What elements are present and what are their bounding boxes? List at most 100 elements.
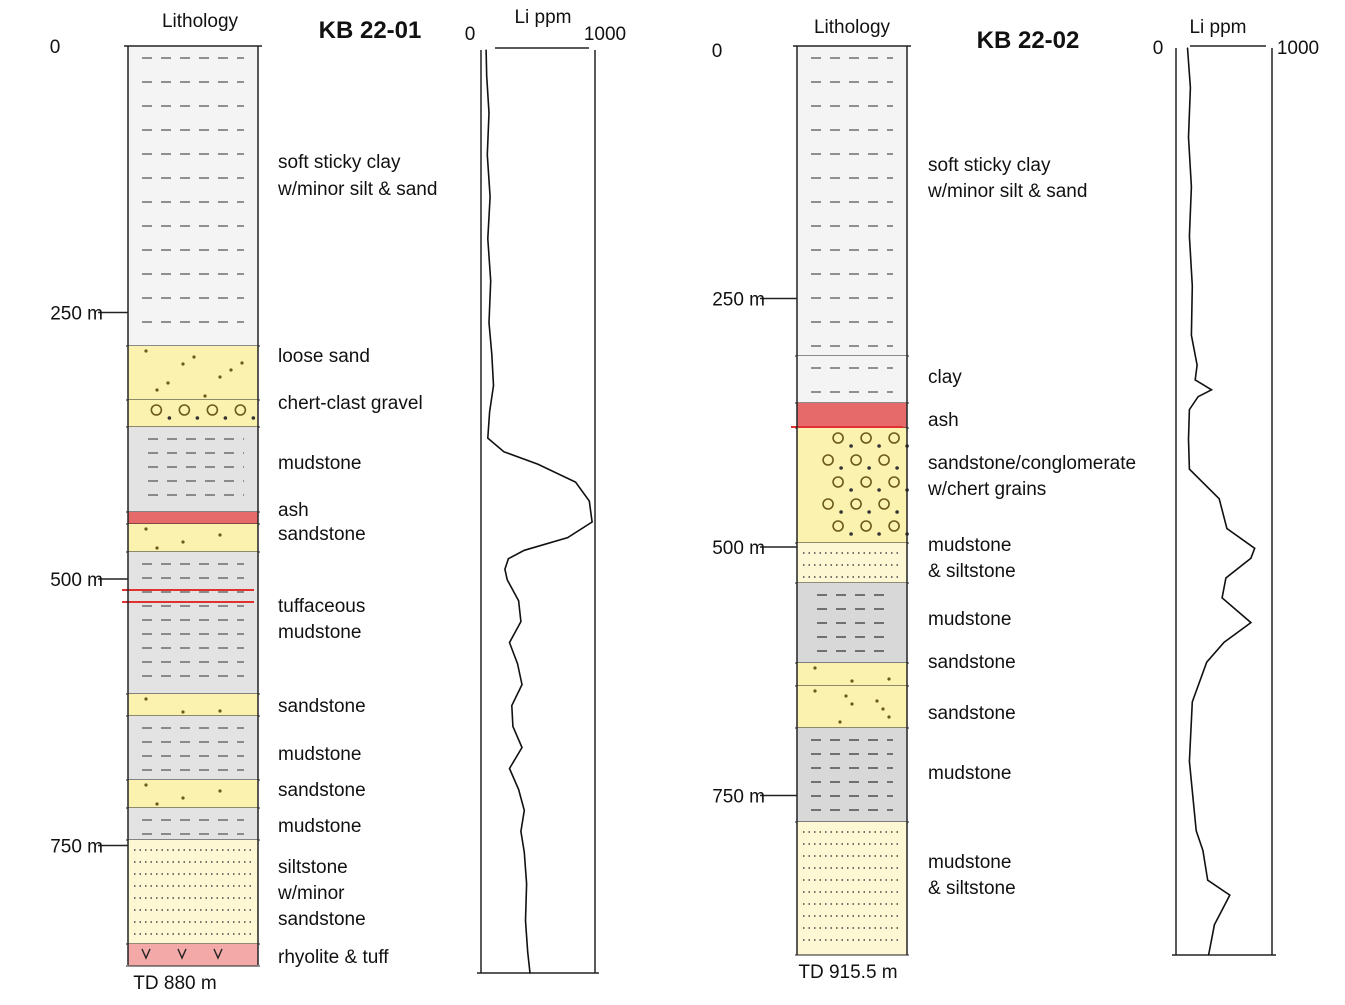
sand-dot <box>218 533 222 537</box>
gravel-clast <box>850 454 862 466</box>
sand-dot <box>839 466 843 470</box>
li-data-point <box>1188 409 1191 411</box>
li-data-point <box>537 463 539 465</box>
volcanic-v <box>141 948 151 960</box>
unit-fill-mudstone <box>128 716 258 780</box>
gravel-clast <box>832 476 844 488</box>
unit-label: rhyolite & tuff <box>278 947 389 968</box>
gravel-clast <box>832 520 844 532</box>
li-data-point <box>1229 894 1231 896</box>
sand-dot <box>850 679 854 683</box>
sand-dot <box>181 362 185 366</box>
li-data-point <box>1221 597 1223 599</box>
li-data-point <box>521 746 523 749</box>
li-data-point <box>512 725 514 728</box>
unit-label: mudstone <box>928 852 1011 873</box>
sand-dot <box>813 666 817 670</box>
li-data-point <box>1226 527 1228 530</box>
unit-fill-sand <box>797 686 907 728</box>
sand-dot <box>218 789 222 793</box>
sand-dot <box>155 546 159 550</box>
gravel-clast <box>860 476 872 488</box>
unit-fill-mudstone <box>797 583 907 663</box>
li-data-point <box>1188 468 1191 470</box>
unit-fill-clay <box>128 46 258 346</box>
lithology-column <box>122 45 262 967</box>
volcanic-v <box>213 948 223 960</box>
unit-label: mudstone <box>278 622 361 643</box>
sand-dot <box>155 388 159 392</box>
li-data-point <box>503 451 505 453</box>
unit-fill-siltstone <box>128 840 258 944</box>
sand-dot <box>166 381 170 385</box>
sand-dot <box>838 720 842 724</box>
gravel-clast <box>860 432 872 444</box>
sand-dot <box>844 694 848 698</box>
unit-label: mudstone <box>928 535 1011 556</box>
sand-dot <box>181 796 185 800</box>
unit-fill-gravel <box>128 400 258 427</box>
unit-label: & siltstone <box>928 878 1016 899</box>
gravel-clast <box>888 476 900 488</box>
li-data-point <box>526 883 528 885</box>
unit-label: mudstone <box>928 609 1011 630</box>
li-data-point <box>506 579 508 581</box>
unit-label: loose sand <box>278 346 370 367</box>
li-profile-line <box>1186 47 1256 956</box>
li-data-point <box>511 704 513 707</box>
unit-label: & siltstone <box>928 561 1016 582</box>
sand-dot <box>895 466 899 470</box>
unit-fill-clay <box>797 356 907 403</box>
unit-fill-mudstone <box>128 427 258 512</box>
li-data-point <box>488 411 491 413</box>
sand-dot <box>203 394 207 398</box>
li-data-point <box>1202 849 1204 852</box>
unit-label: ash <box>278 500 309 521</box>
unit-label: clay <box>928 367 962 388</box>
li-data-point <box>1194 379 1196 381</box>
li-data-point <box>490 280 492 282</box>
unit-label: sandstone <box>928 652 1016 673</box>
gravel-clast <box>888 432 900 444</box>
sand-dot <box>218 709 222 713</box>
depth-tick-label: 500 m <box>50 570 103 591</box>
lithology-header: Lithology <box>814 17 891 38</box>
li-data-point <box>1190 334 1192 336</box>
sand-dot <box>155 802 159 806</box>
gravel-clast <box>178 404 191 416</box>
unit-fill-siltstone <box>797 543 907 583</box>
unit-label: mudstone <box>278 816 361 837</box>
sand-dot <box>839 510 843 514</box>
sand-dot <box>192 355 196 359</box>
li-data-point <box>1188 235 1191 237</box>
unit-label: sandstone <box>278 524 366 545</box>
gravel-clast <box>860 520 872 532</box>
sand-dot <box>229 368 233 372</box>
unit-label: mudstone <box>278 453 361 474</box>
li-data-point <box>1206 661 1208 663</box>
unit-fill-sand <box>128 780 258 808</box>
unit-fill-clay <box>797 46 907 356</box>
well-title: KB 22-01 <box>319 17 422 44</box>
sand-dot <box>195 416 200 420</box>
li-data-point <box>485 49 487 51</box>
sand-dot <box>167 416 172 420</box>
li-data-point <box>575 481 577 483</box>
unit-fill-sand <box>128 346 258 400</box>
li-data-point <box>487 437 489 439</box>
li-profile-line <box>485 49 593 974</box>
sand-dot <box>144 349 148 353</box>
unit-label: chert-clast gravel <box>278 393 423 414</box>
sand-dot <box>849 532 853 536</box>
li-data-point <box>523 809 525 812</box>
sand-dot <box>813 689 817 693</box>
li-data-point <box>491 353 493 355</box>
sand-dot <box>181 540 185 544</box>
unit-fill-siltstone <box>797 822 907 955</box>
unit-label: soft sticky clay <box>928 155 1051 176</box>
li-data-point <box>1188 760 1191 762</box>
